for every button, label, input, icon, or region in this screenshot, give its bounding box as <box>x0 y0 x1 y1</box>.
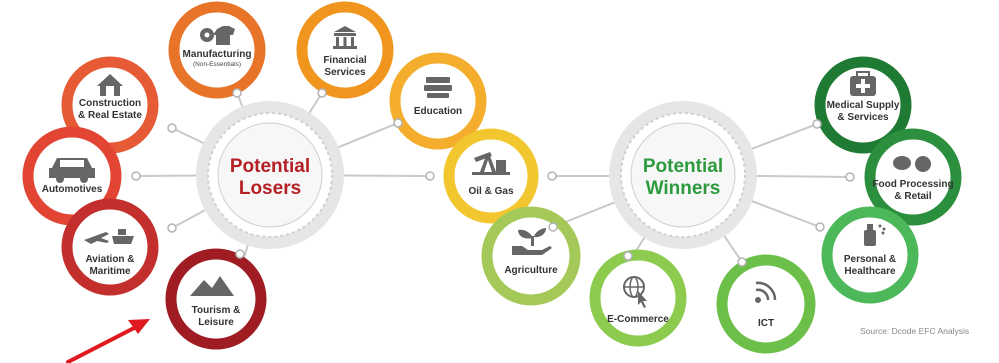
aviation-label-2: Maritime <box>89 266 131 277</box>
node-ecommerce: E-Commerce <box>589 249 687 347</box>
node-oil-gas: Oil & Gas <box>443 128 539 224</box>
node-construction: Construction & Real Estate <box>61 56 159 154</box>
car-icon <box>49 158 95 183</box>
node-aviation: Aviation & Maritime <box>61 198 159 296</box>
node-tourism: Tourism & Leisure <box>165 248 267 350</box>
manufacturing-label: Manufacturing <box>183 49 252 60</box>
mountains-icon <box>190 276 234 296</box>
produce-icon <box>893 156 931 172</box>
plane-ship-icon <box>84 229 134 244</box>
node-financial: Financial Services <box>296 1 394 99</box>
plant-hand-icon <box>512 228 552 255</box>
node-medical: Medical Supply & Services <box>814 56 912 154</box>
automotives-label: Automotives <box>42 184 103 195</box>
financial-label-1: Financial <box>323 55 367 66</box>
source-note: Source: Dcode EFC Analysis <box>860 326 969 336</box>
oil-gas-label: Oil & Gas <box>468 186 513 197</box>
food-label-1: Food Processing <box>872 179 953 190</box>
tourism-label-2: Leisure <box>198 317 234 328</box>
tourism-label-1: Tourism & <box>192 305 241 316</box>
node-ict: ICT <box>716 254 816 354</box>
agriculture-label: Agriculture <box>504 265 558 276</box>
construction-label-1: Construction <box>79 98 141 109</box>
red-arrow-pointer <box>66 319 150 363</box>
node-education: Education <box>389 52 487 150</box>
wifi-signal-icon <box>755 281 777 303</box>
winners-hub-line2: Winners <box>646 178 721 199</box>
losers-hub-line2: Losers <box>239 178 301 199</box>
winners-hub: Potential Winners <box>609 101 757 249</box>
gears-shirt-icon <box>200 26 235 45</box>
books-icon <box>424 77 452 98</box>
ict-label: ICT <box>758 318 774 329</box>
education-label: Education <box>414 106 462 117</box>
ecommerce-label: E-Commerce <box>607 314 669 325</box>
spray-bottle-icon <box>864 224 886 246</box>
losers-hub: Potential Losers <box>196 101 344 249</box>
house-icon <box>97 74 123 96</box>
medical-label-1: Medical Supply <box>827 100 900 111</box>
losers-hub-line1: Potential <box>230 156 310 177</box>
node-food: Food Processing & Retail <box>864 128 962 226</box>
financial-label-2: Services <box>324 67 366 78</box>
globe-cursor-icon <box>623 276 647 308</box>
aviation-label-1: Aviation & <box>85 254 134 265</box>
medical-kit-icon <box>850 71 876 96</box>
bank-building-icon <box>333 26 357 49</box>
winners-hub-line1: Potential <box>643 156 723 177</box>
node-manufacturing: Manufacturing (Non-Essentials) <box>168 1 266 99</box>
oil-pump-icon <box>472 152 510 175</box>
construction-label-2: & Real Estate <box>78 110 142 121</box>
connector-dots <box>131 88 855 267</box>
personal-label-1: Personal & <box>844 254 896 265</box>
node-personal: Personal & Healthcare <box>821 206 919 304</box>
food-label-2: & Retail <box>894 191 931 202</box>
manufacturing-sub: (Non-Essentials) <box>193 61 241 68</box>
node-agriculture: Agriculture <box>481 206 581 306</box>
medical-label-2: & Services <box>837 112 889 123</box>
personal-label-2: Healthcare <box>844 266 896 277</box>
